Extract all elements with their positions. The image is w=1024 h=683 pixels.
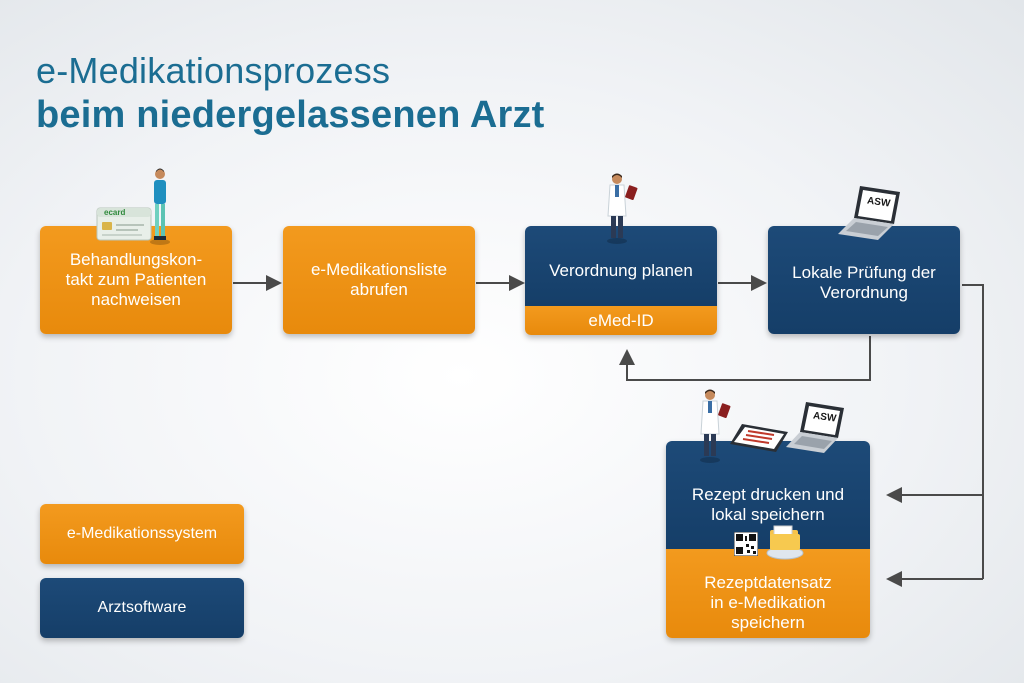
step-2-line-2: abrufen bbox=[350, 280, 408, 299]
legend-navy-label: Arztsoftware bbox=[97, 599, 187, 616]
step-3-box: Verordnung planen eMed-ID bbox=[525, 226, 717, 335]
step-5-top-section: Rezept drucken und lokal speichern bbox=[666, 441, 870, 549]
ecard-icon: ecard bbox=[96, 207, 152, 241]
title-line-1: e-Medikationsprozess bbox=[36, 50, 391, 91]
step-1-box: Behandlungskon- takt zum Patienten nachw… bbox=[40, 226, 232, 334]
step-5-box: Rezept drucken und lokal speichern Rezep… bbox=[666, 441, 870, 638]
step-3-sub-section: eMed-ID bbox=[525, 306, 717, 335]
step-2-box: e-Medikationsliste abrufen bbox=[283, 226, 475, 334]
legend-orange-label: e-Medikationssystem bbox=[66, 525, 218, 542]
patient-figure-icon bbox=[147, 166, 173, 246]
step-4-line-1: Lokale Prüfung der bbox=[792, 263, 936, 282]
legend-e-medikationssystem: e-Medikationssystem bbox=[40, 504, 244, 564]
step-4-line-2: Verordnung bbox=[820, 283, 908, 302]
step-1-line-2: takt zum Patienten bbox=[65, 270, 207, 289]
laptop-icon: ASW bbox=[838, 182, 908, 244]
step-4-box: Lokale Prüfung der Verordnung bbox=[768, 226, 960, 334]
step-5-top-line-1: Rezept drucken und bbox=[691, 485, 845, 504]
arrow-step4-back-to-step3 bbox=[619, 336, 871, 381]
step-2-line-1: e-Medikationsliste bbox=[310, 260, 448, 279]
step-5-bottom-section: Rezeptdatensatz in e-Medikation speicher… bbox=[666, 549, 870, 638]
doctor-figure-icon-2 bbox=[696, 388, 736, 464]
step-5-bottom-line-2: in e-Medikation bbox=[710, 592, 826, 612]
step-5-top-line-2: lokal speichern bbox=[711, 505, 825, 524]
step-1-line-3: nachweisen bbox=[91, 290, 181, 309]
step-3-sub-label: eMed-ID bbox=[588, 310, 654, 330]
title-line-2: beim niedergelassenen Arzt bbox=[36, 94, 545, 136]
step-3-main-section: Verordnung planen bbox=[525, 226, 717, 306]
step-3-main-label: Verordnung planen bbox=[549, 261, 693, 280]
step-1-line-1: Behandlungskon- bbox=[69, 250, 203, 269]
laptop-icon-2: ASW bbox=[786, 398, 852, 456]
ecard-label: ecard bbox=[104, 208, 126, 217]
doctor-figure-icon bbox=[603, 172, 643, 244]
legend-arztsoftware: Arztsoftware bbox=[40, 578, 244, 638]
step-5-bottom-line-1: Rezeptdatensatz bbox=[704, 572, 832, 592]
step-5-bottom-line-3: speichern bbox=[731, 612, 805, 632]
qr-code-icon bbox=[733, 531, 759, 557]
folder-database-icon bbox=[764, 520, 806, 560]
prescription-tablet-icon bbox=[728, 422, 790, 454]
arrow-step4-to-step5 bbox=[962, 284, 984, 579]
